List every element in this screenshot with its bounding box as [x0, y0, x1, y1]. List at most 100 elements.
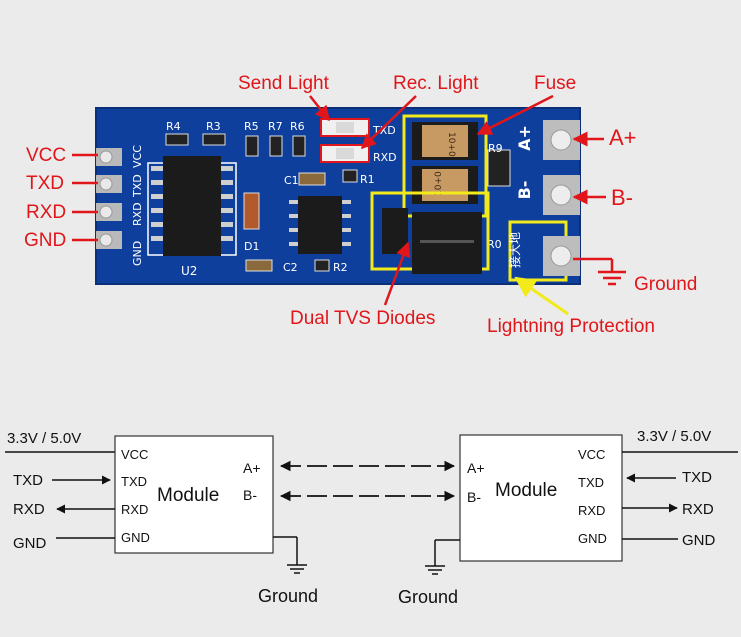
right-pin-b: B-	[467, 489, 481, 505]
transceiver-body	[298, 196, 342, 254]
callout-fuse: Fuse	[534, 73, 576, 94]
silk-r1: R1	[360, 173, 375, 186]
pin-vcc-hole	[99, 150, 113, 164]
silk-r3: R3	[206, 120, 221, 133]
right-pin-txd: TXD	[578, 475, 604, 490]
capacitor-c2	[245, 259, 273, 272]
right-ext-txd: TXD	[682, 469, 712, 486]
terminal-gnd-hole	[550, 245, 572, 267]
arrow-rec-light	[360, 95, 417, 150]
resistor-r5	[245, 135, 259, 157]
resistor-r4	[165, 133, 189, 146]
callout-a-plus: A+	[609, 125, 637, 150]
right-ground-symbol	[425, 539, 460, 575]
diode-d1-body	[243, 192, 260, 230]
right-ext-gnd: GND	[682, 532, 716, 549]
silk-r9: R9	[488, 142, 503, 155]
silk-r2: R2	[333, 261, 348, 274]
right-pin-a: A+	[467, 460, 485, 476]
left-ground-label: Ground	[258, 586, 318, 606]
left-ground-symbol	[273, 536, 307, 574]
left-pin-a: A+	[243, 460, 261, 476]
right-ext-rxd: RXD	[682, 501, 714, 518]
arrow-lightning	[514, 276, 569, 316]
photo-callouts: Send Light Rec. Light Fuse A+ B- Ground …	[24, 73, 697, 337]
callout-vcc: VCC	[26, 145, 66, 166]
fuse-2-mark: 10+0	[434, 171, 444, 196]
silk-r4: R4	[166, 120, 181, 133]
silk-led-rxd: RXD	[373, 151, 397, 164]
left-module-box	[114, 435, 274, 554]
left-pin-txd: TXD	[121, 474, 147, 489]
resistor-r1	[342, 169, 358, 183]
right-pin-gnd: GND	[578, 531, 607, 546]
pin-rxd-hole	[99, 205, 113, 219]
silk-gnd: GND	[131, 241, 144, 266]
left-pin-vcc: VCC	[121, 447, 148, 462]
resistor-r2	[314, 259, 330, 272]
schematic-right-module: A+ B- Module VCC TXD RXD GND 3.3V / 5.0V…	[398, 428, 738, 607]
led-send-lens	[336, 122, 354, 133]
callout-dual-tvs: Dual TVS Diodes	[290, 308, 435, 329]
silk-earth: 接大地	[507, 232, 522, 268]
silk-rxd: RXD	[131, 202, 144, 226]
silk-u2: U2	[181, 264, 197, 278]
silk-a-plus: A+	[515, 125, 534, 151]
arrow-send-light	[309, 95, 330, 122]
silk-c2: C2	[283, 261, 298, 274]
silk-r7: R7	[268, 120, 283, 133]
pcb-board: VCC TXD RXD GND U2 R4 R3 R5 R7 R6	[95, 107, 581, 285]
right-voltage: 3.3V / 5.0V	[637, 428, 711, 445]
callout-rxd: RXD	[26, 202, 66, 223]
callout-b-minus: B-	[611, 185, 633, 210]
callout-lightning: Lightning Protection	[487, 316, 655, 337]
callout-gnd: GND	[24, 230, 66, 251]
left-pin-gnd: GND	[121, 530, 150, 545]
fuse-1-mark: 10+0	[446, 132, 456, 157]
right-ground-label: Ground	[398, 587, 458, 607]
silk-d1: D1	[244, 240, 259, 253]
left-pin-rxd: RXD	[121, 502, 148, 517]
silk-b-minus: B-	[515, 181, 534, 200]
arrow-fuse	[476, 94, 554, 136]
callout-ground: Ground	[634, 274, 697, 295]
left-module-label: Module	[157, 485, 219, 506]
bus-links	[279, 460, 456, 502]
schematic: 3.3V / 5.0V VCC TXD RXD GND Module A+ B-…	[5, 428, 738, 607]
chip-u2	[147, 156, 237, 256]
resistor-r6	[292, 135, 306, 157]
silk-r0: R0	[487, 238, 502, 251]
arrow-dual-tvs	[383, 241, 411, 306]
left-ext-txd: TXD	[13, 472, 43, 489]
left-header	[96, 148, 122, 249]
left-ext-gnd: GND	[13, 535, 47, 552]
right-module-box	[459, 434, 623, 562]
resistor-r9	[487, 149, 511, 187]
silk-r5: R5	[244, 120, 259, 133]
pin-gnd-hole	[99, 233, 113, 247]
ground-symbol-photo	[573, 257, 626, 286]
fuse-2-plate	[422, 169, 468, 201]
fuse-1-plate	[422, 125, 468, 157]
right-pin-vcc: VCC	[578, 447, 605, 462]
resistor-r3	[202, 133, 226, 146]
tvs-diode-band	[420, 240, 474, 243]
schematic-left-module: 3.3V / 5.0V VCC TXD RXD GND Module A+ B-…	[5, 430, 318, 606]
pin-txd-hole	[99, 177, 113, 191]
u2-pins	[151, 166, 233, 241]
left-voltage: 3.3V / 5.0V	[7, 430, 81, 447]
terminal-b-hole	[550, 184, 572, 206]
silk-vcc: VCC	[131, 145, 144, 168]
left-ext-rxd: RXD	[13, 501, 45, 518]
tvs-diode-small	[382, 208, 408, 254]
callout-send-light: Send Light	[238, 73, 330, 94]
led-rec-lens	[336, 148, 354, 159]
u2-body	[163, 156, 221, 256]
chip-transceiver	[289, 196, 351, 254]
silk-txd: TXD	[131, 174, 144, 198]
silk-c1: C1	[284, 174, 299, 187]
right-pin-rxd: RXD	[578, 503, 605, 518]
callout-txd: TXD	[26, 173, 64, 194]
terminal-a-hole	[550, 129, 572, 151]
